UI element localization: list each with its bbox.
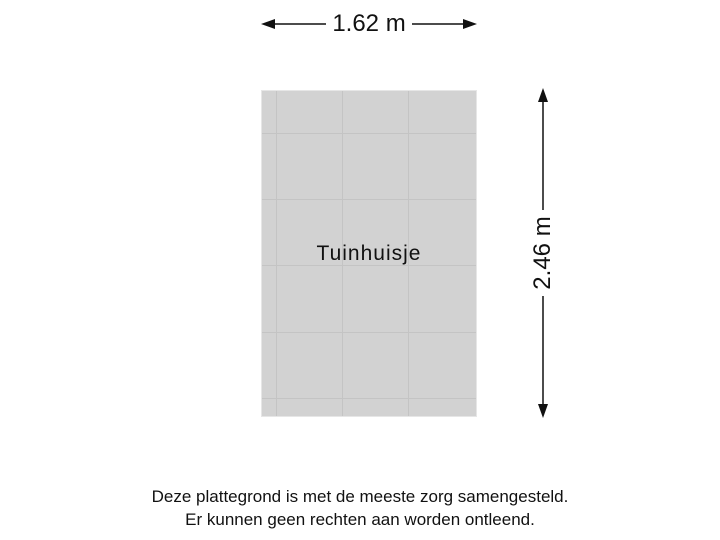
height-dimension-label: 2.46 m xyxy=(529,210,556,296)
floor-tile-grid xyxy=(261,90,477,417)
height-dimension: 2.46 m xyxy=(526,88,560,418)
room-label: Tuinhuisje xyxy=(316,242,422,265)
disclaimer-line-2: Er kunnen geen rechten aan worden ontlee… xyxy=(185,510,535,529)
disclaimer: Deze plattegrond is met de meeste zorg s… xyxy=(0,485,720,531)
disclaimer-line-1: Deze plattegrond is met de meeste zorg s… xyxy=(151,487,569,506)
room-tuinhuisje: Tuinhuisje xyxy=(261,90,477,417)
width-dimension: 1.62 m xyxy=(261,8,477,40)
width-dimension-label: 1.62 m xyxy=(326,10,412,37)
